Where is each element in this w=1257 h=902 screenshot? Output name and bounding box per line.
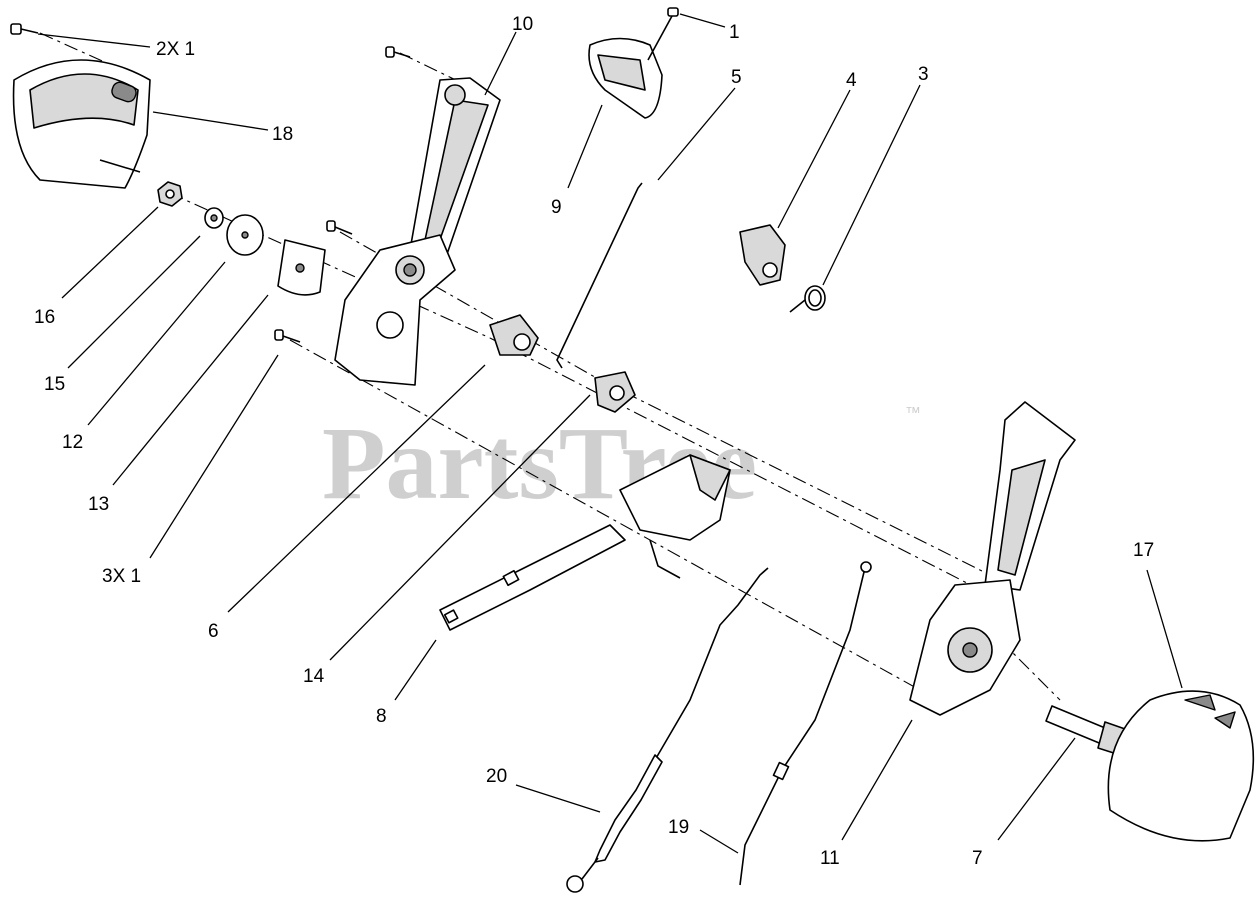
bushing-part — [594, 371, 636, 413]
callout-8: 8 — [376, 706, 387, 727]
callout-10: 10 — [512, 14, 533, 35]
callout-18: 18 — [272, 124, 293, 145]
left-lever-part — [334, 77, 501, 386]
bolt-part — [326, 220, 353, 235]
callout-16: 16 — [34, 307, 55, 328]
pawl-part — [739, 224, 786, 286]
leader-line-20 — [515, 784, 601, 813]
callout-11: 11 — [820, 848, 840, 869]
leader-line-16 — [61, 206, 159, 299]
right-lever-part — [909, 401, 1076, 716]
nut-part — [157, 181, 183, 207]
washer-large-part — [226, 214, 264, 256]
callout-3: 3 — [918, 64, 929, 85]
leader-line-4 — [777, 89, 851, 229]
bolt-part — [385, 46, 411, 58]
rod-part — [556, 182, 643, 369]
assembly-axes — [39, 32, 1061, 701]
callout-19: 19 — [668, 817, 689, 838]
callout-12: 12 — [62, 432, 83, 453]
washer-small-part — [204, 207, 224, 229]
leader-line-2x1 — [37, 33, 151, 48]
leader-line-3 — [822, 84, 921, 286]
callout-17: 17 — [1133, 540, 1154, 561]
leader-line-15 — [67, 235, 201, 369]
left-cover-part — [12, 59, 151, 189]
leader-line-6 — [227, 364, 486, 613]
callout-labels: 2X 1 1 10 18 9 5 4 3 16 15 12 13 3X 1 6 … — [34, 14, 1154, 869]
leader-line-1 — [679, 13, 726, 28]
callout-2x1: 2X 1 — [156, 39, 195, 60]
watermark-trademark: ™ — [905, 405, 921, 422]
spring-cable-part — [566, 567, 769, 893]
leader-line-18 — [152, 111, 269, 131]
callout-7: 7 — [972, 848, 983, 869]
leader-line-5 — [657, 87, 736, 181]
plate-part — [277, 239, 326, 296]
leader-line-19 — [699, 829, 739, 854]
leader-line-9 — [567, 104, 603, 189]
axis-line — [339, 231, 601, 381]
callout-4: 4 — [846, 70, 857, 91]
callout-3x1: 3X 1 — [102, 566, 141, 587]
axis-line — [599, 379, 1021, 591]
leader-line-13 — [112, 294, 269, 486]
callout-1: 1 — [729, 22, 740, 43]
callout-13: 13 — [88, 494, 109, 515]
leader-line-12 — [87, 261, 226, 426]
spring-part — [789, 285, 826, 313]
callout-20: 20 — [486, 766, 507, 787]
leader-line-17 — [1146, 569, 1183, 689]
right-cover-part — [1107, 690, 1255, 842]
callout-6: 6 — [208, 621, 219, 642]
callout-15: 15 — [44, 374, 65, 395]
callout-5: 5 — [731, 67, 742, 88]
leader-line-7 — [997, 737, 1076, 841]
shaft-bracket-part — [439, 454, 731, 631]
handle-grip-part — [588, 37, 663, 119]
cable-part — [739, 561, 872, 886]
axis-line — [289, 339, 921, 691]
screw-part — [10, 23, 39, 35]
bolt-part — [274, 329, 301, 343]
bushing-part — [489, 314, 539, 356]
axis-line — [399, 52, 463, 84]
callout-14: 14 — [303, 666, 325, 687]
pin-part — [647, 7, 679, 61]
leader-line-14 — [329, 394, 591, 661]
leader-line-8 — [394, 639, 437, 701]
leader-line-11 — [841, 719, 913, 841]
leader-lines — [37, 13, 1183, 854]
leader-line-10 — [484, 31, 517, 96]
leader-line-3x1 — [149, 354, 279, 559]
callout-9: 9 — [551, 197, 562, 218]
